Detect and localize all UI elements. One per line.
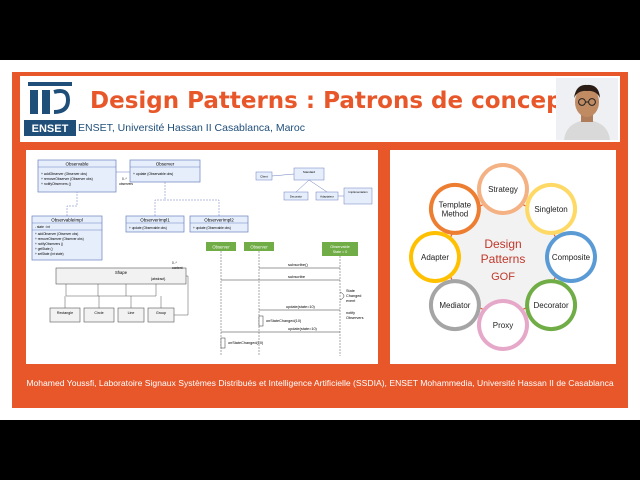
svg-text:Client: Client <box>260 175 268 179</box>
gof-pattern-label: Template <box>439 200 472 209</box>
gof-pattern-inner <box>529 186 574 231</box>
sequence-diagram: Observer Observer Observable State = 0 s… <box>206 242 364 356</box>
adapter-mini-diagram: Client Standard Decorator Adaptateur Imp… <box>255 167 373 205</box>
svg-text:onStateChanged(10): onStateChanged(10) <box>266 319 302 323</box>
gof-pattern-label: Composite <box>552 253 591 262</box>
svg-text:+ removeObserver (Observer obs: + removeObserver (Observer obs) <box>41 177 93 181</box>
uml-diagram: Observable + addObserver (Observer obs) … <box>31 159 373 356</box>
slide: ENSET Design Patterns : Patrons de conce… <box>12 72 628 408</box>
svg-text:+ update (Observable obs): + update (Observable obs) <box>133 172 173 176</box>
svg-text:0..*: 0..* <box>172 261 178 265</box>
svg-text:Adaptateur: Adaptateur <box>320 195 334 199</box>
gof-pattern-adapter: Adapter <box>409 231 461 283</box>
observable-class: Observable + addObserver (Observer obs) … <box>37 159 117 193</box>
svg-text:Observer: Observer <box>250 245 268 250</box>
svg-text:Observers: Observers <box>346 316 364 320</box>
svg-text:{abstract}: {abstract} <box>151 277 166 281</box>
gof-pattern-proxy: Proxy <box>477 299 529 351</box>
svg-text:ObserverImpl2: ObserverImpl2 <box>204 218 234 223</box>
slide-header: ENSET Design Patterns : Patrons de conce… <box>20 76 620 142</box>
svg-text:+ notifyObservers (): + notifyObservers () <box>35 242 63 246</box>
gof-pattern-singleton: Singleton <box>525 182 578 235</box>
svg-text:update(state=10): update(state=10) <box>286 305 316 309</box>
svg-text:onStateChanged(10): onStateChanged(10) <box>228 341 264 345</box>
svg-text:State = 0: State = 0 <box>333 250 348 254</box>
gof-pattern-label: Mediator <box>439 301 470 310</box>
page-title: Design Patterns : Patrons de conception <box>90 88 614 114</box>
svg-text:Group: Group <box>156 311 166 315</box>
enset-logo: ENSET <box>24 78 76 140</box>
svg-text:+ addObserver (Observer obs): + addObserver (Observer obs) <box>41 172 87 176</box>
presenter-photo <box>556 78 618 140</box>
svg-text:+ notifyObservers (): + notifyObservers () <box>41 182 71 186</box>
svg-text:observers: observers <box>119 182 133 186</box>
gof-pattern-inner <box>549 235 593 279</box>
svg-text:+ addObserver (Observer obs): + addObserver (Observer obs) <box>35 232 78 236</box>
observable-impl-class: ObservableImpl - state : int + addObserv… <box>31 215 103 261</box>
page-subtitle: ENSET, Université Hassan II Casablanca, … <box>78 122 306 134</box>
gof-pattern-label: Adapter <box>421 253 449 262</box>
gof-patterns-diagram: StrategySingletonCompositeDecoratorProxy… <box>409 163 597 351</box>
gof-pattern-label: Method <box>442 209 469 218</box>
svg-text:update(state=10): update(state=10) <box>288 327 318 331</box>
svg-text:Shape: Shape <box>115 270 128 275</box>
svg-text:subscribe: subscribe <box>288 274 306 279</box>
gof-pattern-label: Strategy <box>488 185 518 194</box>
uml-diagram-panel: Observable + addObserver (Observer obs) … <box>24 148 380 366</box>
svg-text:+ removeObserver (Observer obs: + removeObserver (Observer obs) <box>35 237 84 241</box>
svg-text:Observable: Observable <box>330 245 349 249</box>
logo-text: ENSET <box>32 123 69 135</box>
video-frame: ENSET Design Patterns : Patrons de conce… <box>0 60 640 420</box>
gof-pattern-label: Decorator <box>534 301 569 310</box>
footer-credit: Mohamed Youssfi, Laboratoire Signaux Sys… <box>26 378 614 388</box>
gof-pattern-inner <box>481 303 525 347</box>
svg-text:Line: Line <box>128 311 135 315</box>
svg-text:subscribe(): subscribe() <box>288 262 308 267</box>
svg-text:event: event <box>346 299 356 303</box>
svg-text:0..*: 0..* <box>122 177 128 181</box>
composite-shape-diagram: Shape {abstract} 0..* content Rectangle … <box>49 261 189 323</box>
svg-text:Circle: Circle <box>94 311 103 315</box>
svg-text:notify: notify <box>346 311 355 315</box>
gof-pattern-inner <box>432 283 477 328</box>
svg-text:ObserverImpl1: ObserverImpl1 <box>140 218 170 223</box>
svg-text:Decorator: Decorator <box>290 195 302 199</box>
svg-text:Rectangle: Rectangle <box>57 311 73 315</box>
observer-impl2-class: ObserverImpl2 + update (Observable obs) <box>189 215 249 233</box>
svg-text:Observer: Observer <box>156 162 175 167</box>
svg-text:Observable: Observable <box>65 162 89 167</box>
svg-text:ObservableImpl: ObservableImpl <box>51 218 83 223</box>
svg-text:Observer: Observer <box>212 245 230 250</box>
gof-pattern-strategy: Strategy <box>477 163 529 215</box>
svg-text:Implémentation: Implémentation <box>348 190 368 194</box>
svg-text:Changed: Changed <box>346 294 361 298</box>
gof-pattern-composite: Composite <box>545 231 597 283</box>
gof-center-title-line1: Design <box>484 237 521 251</box>
svg-text:State: State <box>346 289 355 293</box>
observer-class: Observer + update (Observable obs) <box>129 159 201 183</box>
gof-pattern-label: Proxy <box>493 321 513 330</box>
gof-pattern-inner <box>481 167 525 211</box>
gof-pattern-inner <box>413 235 457 279</box>
observer-impl1-class: ObserverImpl1 + update (Observable obs) <box>125 215 185 233</box>
gof-center-title-line2: Patterns <box>481 252 526 266</box>
gof-pattern-mediator: Mediator <box>428 279 481 332</box>
svg-text:+ getState (): + getState () <box>35 247 53 251</box>
gof-pattern-decorator: Decorator <box>525 279 578 332</box>
gof-pattern-inner <box>432 186 477 231</box>
svg-text:content: content <box>172 266 183 270</box>
svg-text:- state : int: - state : int <box>35 225 50 229</box>
gof-pattern-inner <box>529 283 574 328</box>
svg-text:Standard: Standard <box>303 170 316 174</box>
svg-text:+ setState (int state): + setState (int state) <box>35 252 64 256</box>
svg-text:+ update (Observable obs): + update (Observable obs) <box>129 226 167 230</box>
gof-center-sub: GOF <box>491 271 515 283</box>
gof-pattern-label: Singleton <box>534 205 567 214</box>
svg-text:+ update (Observable obs): + update (Observable obs) <box>193 226 231 230</box>
